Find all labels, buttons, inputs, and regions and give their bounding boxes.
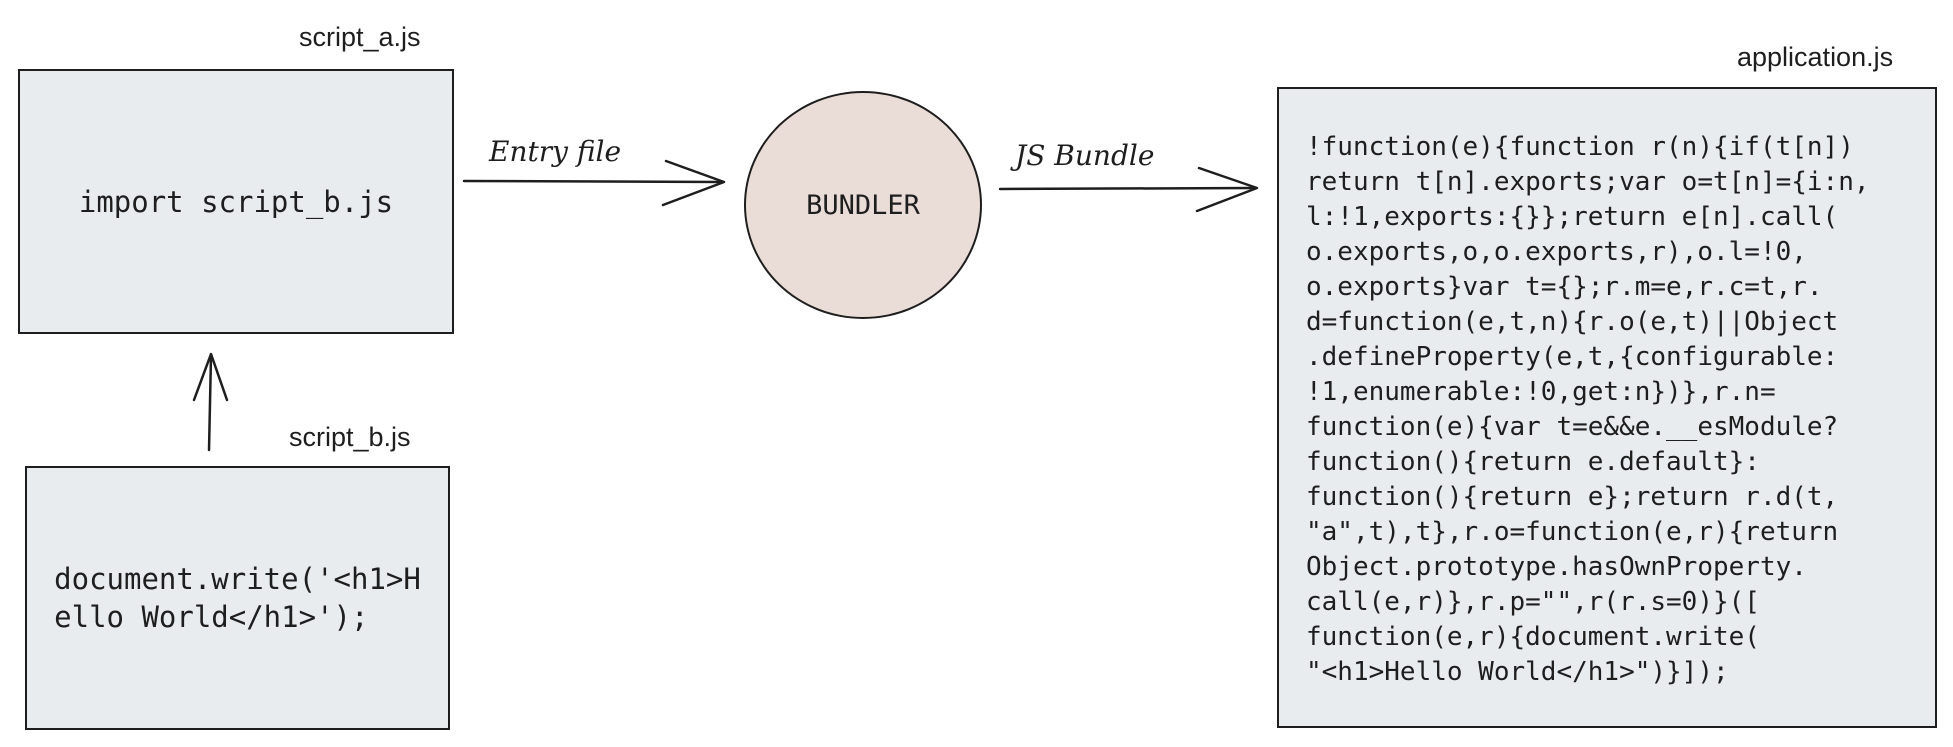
code-line: o.exports,o,o.exports,r),o.l=!0, [1306, 237, 1807, 267]
script-b-box: document.write('<h1>H ello World</h1>'); [25, 466, 450, 730]
script-b-filename: script_b.js [289, 422, 411, 452]
code-line: "<h1>Hello World</h1>")}]); [1306, 657, 1729, 687]
entry-file-label: Entry file [489, 135, 622, 168]
bundler-label: BUNDLER [806, 189, 920, 221]
application-filename: application.js [1737, 42, 1894, 72]
code-line: !function(e){function r(n){if(t[n]) [1306, 132, 1854, 162]
js-bundle-label: JS Bundle [1015, 139, 1155, 172]
entry-file-arrow [462, 159, 726, 207]
script-b-code: document.write('<h1>H ello World</h1>'); [54, 562, 421, 634]
code-line: o.exports}var t={};r.m=e,r.c=t,r. [1306, 272, 1823, 302]
application-code: !function(e){function r(n){if(t[n]) retur… [1306, 130, 1870, 690]
code-line: Object.prototype.hasOwnProperty. [1306, 552, 1807, 582]
script-a-box: import script_b.js [18, 69, 454, 334]
code-line: !1,enumerable:!0,get:n})},r.n= [1306, 377, 1776, 407]
code-line: function(){return e.default}: [1306, 447, 1760, 477]
code-line: "a",t),t},r.o=function(e,r){return [1306, 517, 1839, 547]
code-line: function(e){var t=e&&e.__esModule? [1306, 412, 1839, 442]
application-box: !function(e){function r(n){if(t[n]) retur… [1277, 87, 1937, 728]
code-line: .defineProperty(e,t,{configurable: [1306, 342, 1839, 372]
code-line: d=function(e,t,n){r.o(e,t)||Object [1306, 307, 1839, 337]
js-bundle-arrow [998, 166, 1259, 213]
code-line: return t[n].exports;var o=t[n]={i:n, [1306, 167, 1870, 197]
code-line: call(e,r)},r.p="",r(r.s=0)}([ [1306, 587, 1760, 617]
code-line: function(e,r){document.write( [1306, 622, 1760, 652]
import-arrow [192, 352, 229, 452]
code-line: l:!1,exports:{}};return e[n].call( [1306, 202, 1839, 232]
code-line: function(){return e};return r.d(t, [1306, 482, 1839, 512]
script-a-code: import script_b.js [78, 184, 394, 219]
script-a-filename: script_a.js [299, 22, 421, 52]
bundler-node: BUNDLER [744, 91, 982, 319]
